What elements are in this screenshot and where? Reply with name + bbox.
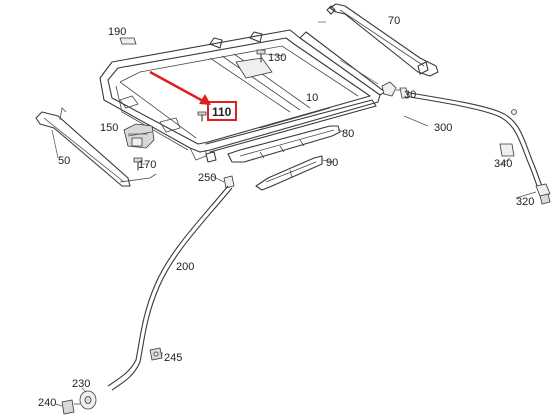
part-320-valve (535, 183, 551, 205)
label-80: 80 (342, 128, 354, 140)
part-300-drain-hose (399, 87, 543, 189)
highlight-110 (149, 70, 237, 121)
label-10: 10 (306, 92, 318, 104)
label-130: 130 (268, 52, 286, 64)
part-190-cover (119, 37, 137, 45)
part-labels: 190 70 130 30 10 110 150 300 80 50 170 9… (38, 15, 534, 409)
label-90: 90 (326, 157, 338, 169)
label-190: 190 (108, 26, 126, 38)
part-200-drain-hose (107, 185, 233, 391)
leader-lines (51, 21, 537, 407)
label-340: 340 (494, 158, 512, 170)
part-70-rail (326, 3, 439, 77)
label-320: 320 (516, 196, 534, 208)
label-70: 70 (388, 15, 400, 27)
label-240: 240 (38, 397, 56, 409)
part-130-screw (256, 49, 266, 63)
label-200: 200 (176, 261, 194, 273)
label-50: 50 (58, 155, 70, 167)
part-10-sunroof-frame (99, 29, 386, 163)
label-110: 110 (212, 105, 232, 119)
label-230: 230 (72, 378, 90, 390)
label-245: 245 (164, 352, 182, 364)
label-250: 250 (198, 172, 216, 184)
part-30-clip (381, 81, 402, 97)
label-170: 170 (138, 159, 156, 171)
part-50-seal-strip (35, 107, 157, 187)
label-30: 30 (404, 89, 416, 101)
part-90-bracket (255, 155, 323, 191)
part-230-grommet (79, 390, 97, 410)
part-170-screw (133, 157, 143, 171)
part-150-motor (123, 123, 155, 149)
part-245-clip (149, 347, 163, 361)
part-240-valve (61, 399, 80, 415)
label-300: 300 (434, 122, 452, 134)
part-250-connector (223, 175, 235, 189)
label-150: 150 (100, 122, 118, 134)
part-340-grommet (499, 143, 515, 157)
part-80-deflector (227, 125, 341, 163)
part-110-screw (197, 111, 207, 122)
